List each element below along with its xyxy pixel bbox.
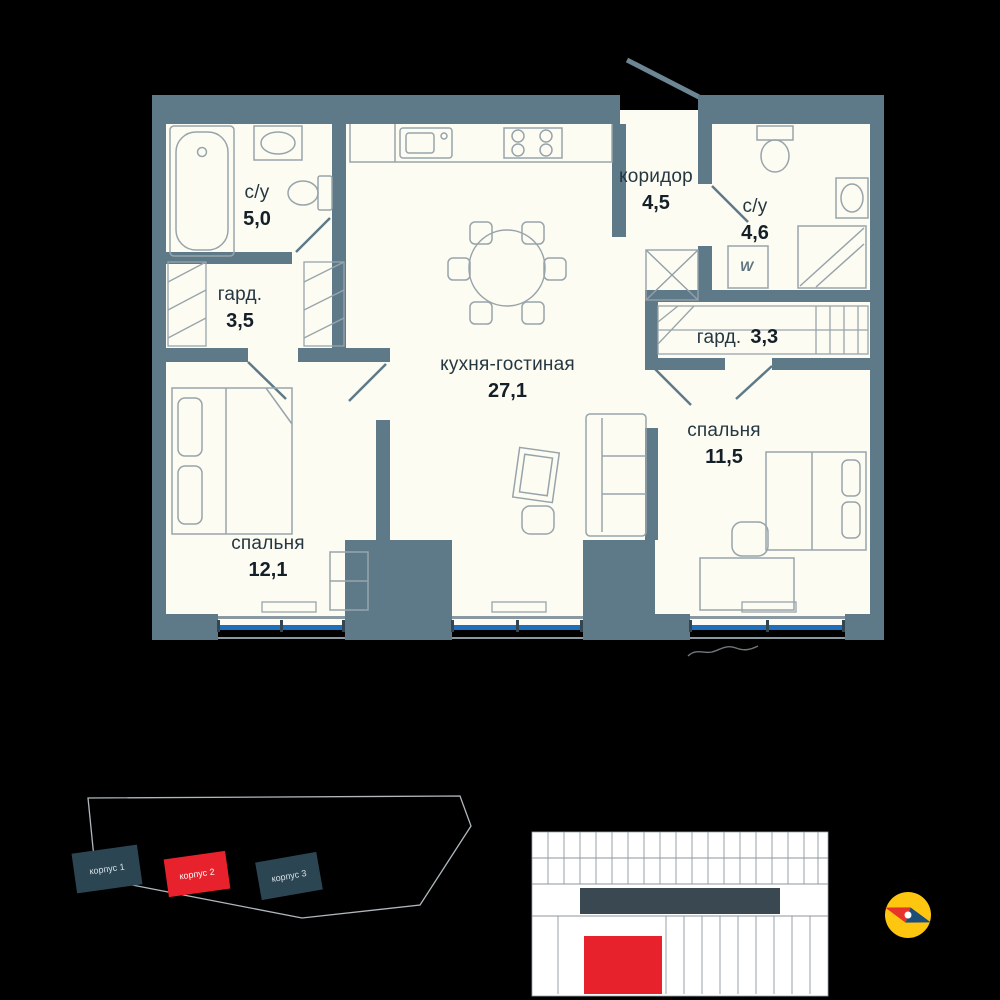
bed-left [171,387,293,535]
toilet [756,125,794,173]
building-3[interactable]: корпус 3 [255,851,323,901]
dresser [329,551,369,611]
living-furniture [511,413,647,537]
interior-doors [247,185,773,406]
desk-chair [731,521,769,557]
armchair [521,505,555,535]
floor-plate-map [531,831,829,997]
building-2-label: корпус 2 [179,867,215,882]
entrance-door [625,57,701,100]
building-2[interactable]: корпус 2 [163,850,231,898]
window-bedroom-right [689,616,845,639]
radiators [261,601,797,613]
bathroom-2-fixtures [727,125,869,289]
site-boundary [87,795,472,919]
sink [835,177,869,219]
window-living [451,616,583,639]
core-corridor [580,888,780,914]
bedroom-left-furniture [171,387,369,611]
washer-symbol: W [740,258,754,274]
sofa [585,413,647,537]
vent-shaft [645,249,699,301]
site-plan: корпус 1 корпус 2 корпус 3 [71,795,472,919]
bathtub [169,125,235,257]
building-1-label: корпус 1 [89,862,125,877]
desk [699,557,795,611]
coffee-table [511,446,561,504]
dining-set [447,221,567,325]
wardrobe-2-shelving [657,305,869,355]
bedroom-right-furniture [699,451,867,611]
kitchen-counter [349,124,613,163]
kitchen-sink [399,127,453,159]
shower [797,225,867,289]
bed-right [765,451,867,551]
stove [503,127,563,159]
building-1[interactable]: корпус 1 [71,844,143,894]
floor-plan [152,57,884,657]
windows [217,616,845,639]
bathroom-1-fixtures [169,125,333,257]
sink [253,125,303,161]
toilet [287,175,333,211]
window-bedroom-left [217,616,345,639]
walls [152,95,884,640]
wardrobe-1-shelving [167,261,345,347]
compass-icon [885,892,931,938]
floor-area [166,110,870,630]
decor-marks [687,645,759,657]
selected-unit[interactable] [584,936,662,994]
washing-machine [727,245,769,289]
